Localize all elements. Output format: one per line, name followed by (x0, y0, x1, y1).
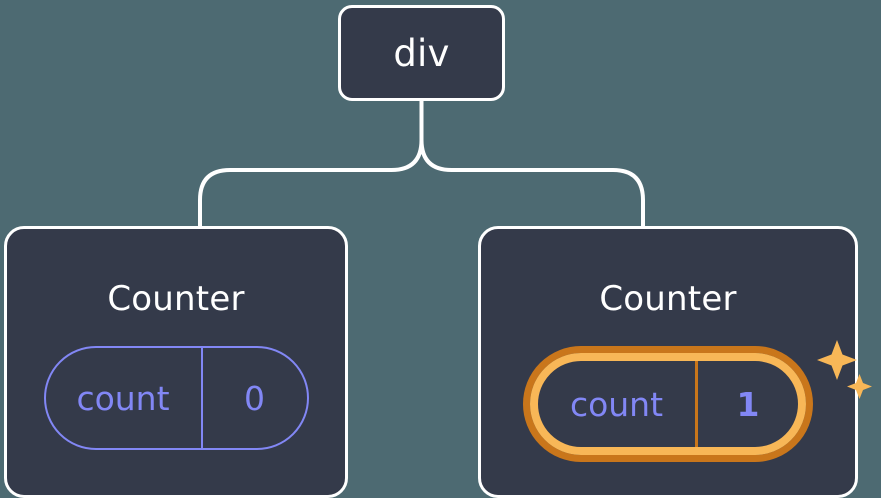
state-pill-right-highlight-ring[interactable]: count 1 (523, 346, 813, 462)
node-counter-right[interactable]: Counter count 1 (478, 226, 872, 498)
state-pill-wrapper-right: count 1 (523, 340, 872, 462)
node-title-right: Counter (599, 279, 737, 319)
state-value-left: 0 (200, 348, 307, 448)
state-key-right: count (569, 384, 664, 424)
sparkles-icon (817, 340, 872, 399)
state-pill-left[interactable]: count 0 (43, 346, 309, 450)
state-pill-wrapper-left: count 0 (43, 346, 309, 450)
state-value-right: 1 (695, 361, 798, 447)
node-title-left: Counter (107, 279, 245, 319)
state-key-left: count (76, 378, 170, 418)
root-node-label: div (393, 31, 450, 75)
node-counter-left[interactable]: Counter count 0 (4, 226, 348, 498)
node-root-div[interactable]: div (338, 5, 505, 101)
state-pill-right[interactable]: count 1 (530, 353, 806, 455)
